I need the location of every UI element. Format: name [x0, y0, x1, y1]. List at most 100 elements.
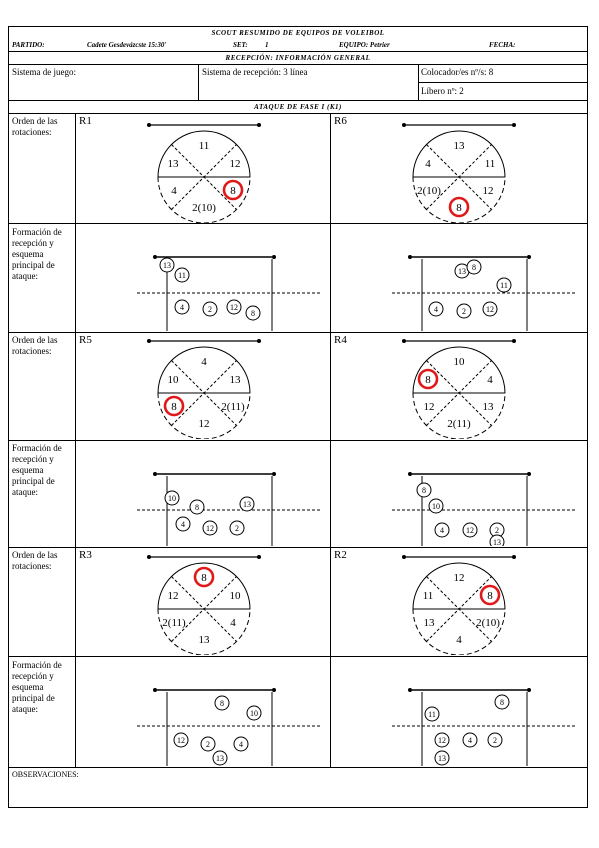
formacion-label: Formación de recepción y esquema princip…: [12, 227, 62, 281]
player-token: [173, 732, 189, 748]
court-arc-front: [412, 562, 506, 610]
player-number: 13: [243, 500, 251, 509]
zone-diagonal: [426, 576, 492, 642]
player-number: 2: [495, 526, 499, 535]
player-number: 4: [456, 634, 462, 646]
player-token: [229, 520, 245, 536]
net-post: [272, 688, 276, 692]
orden-label: Orden de las rotaciones:: [12, 550, 58, 571]
net-post: [147, 555, 151, 559]
player-number: 13: [163, 261, 171, 270]
net-post: [408, 688, 412, 692]
player-number: 8: [230, 185, 236, 197]
player-token: [175, 516, 191, 532]
net-post: [527, 688, 531, 692]
player-token: [487, 732, 503, 748]
player-token: [239, 496, 255, 512]
net-post: [408, 472, 412, 476]
net-post: [153, 255, 157, 259]
player-token: [189, 499, 205, 515]
divider: [9, 64, 587, 65]
player-number: 4: [440, 526, 444, 535]
player-number: 4: [201, 356, 207, 368]
player-number: 13: [199, 634, 211, 646]
setter-highlight: [448, 196, 470, 218]
divider: [9, 51, 587, 52]
player-number: 8: [171, 401, 177, 413]
court-arc-front: [157, 130, 251, 178]
player-number: 4: [487, 374, 493, 386]
player-token: [434, 522, 450, 538]
set-label: SET:: [233, 41, 248, 49]
rotation-label: R5: [79, 334, 92, 346]
player-number: 8: [422, 486, 426, 495]
player-number: 13: [168, 158, 180, 170]
player-number: 2: [493, 736, 497, 745]
player-number: 13: [454, 140, 466, 152]
player-token: [482, 301, 498, 317]
player-number: 12: [438, 736, 446, 745]
court-arc-back: [412, 608, 506, 655]
partido-label: PARTIDO:: [12, 41, 45, 49]
player-number: 4: [230, 617, 236, 629]
net-post: [512, 123, 516, 127]
net-post: [153, 688, 157, 692]
orden-label: Orden de las rotaciones:: [12, 116, 58, 137]
player-number: 8: [251, 309, 255, 318]
player-token: [226, 299, 242, 315]
player-number: 13: [438, 754, 446, 763]
formacion-label: Formación de recepción y esquema princip…: [12, 443, 62, 497]
player-token: [434, 732, 450, 748]
reception-title: RECEPCIÓN: INFORMACIÓN GENERAL: [225, 54, 371, 62]
player-number: 13: [458, 267, 466, 276]
player-token: [159, 257, 175, 273]
player-number: 2: [462, 307, 466, 316]
player-number: 10: [432, 502, 440, 511]
player-token: [212, 750, 228, 766]
net-post: [147, 123, 151, 127]
player-number: 12: [486, 305, 494, 314]
net-post: [272, 472, 276, 476]
observaciones-label: OBSERVACIONES:: [12, 770, 79, 779]
player-number: 12: [168, 590, 179, 602]
court-arc-front: [157, 346, 251, 394]
setter-highlight: [222, 179, 244, 201]
setter-highlight: [163, 395, 185, 417]
player-number: 11: [423, 590, 434, 602]
net-post: [153, 472, 157, 476]
player-token: [462, 522, 478, 538]
player-number: 10: [250, 709, 258, 718]
player-number: 8: [220, 699, 224, 708]
player-token: [434, 750, 450, 766]
formacion-label: Formación de recepción y esquema princip…: [12, 660, 62, 714]
player-number: 13: [493, 538, 501, 546]
net-post: [512, 555, 516, 559]
player-number: 8: [195, 503, 199, 512]
player-token: [246, 705, 262, 721]
net-post: [402, 339, 406, 343]
net-post: [408, 255, 412, 259]
player-number: 8: [425, 374, 431, 386]
player-number: 12: [230, 158, 241, 170]
player-number: 12: [230, 303, 238, 312]
player-number: 12: [483, 185, 494, 197]
player-number: 4: [181, 520, 185, 529]
attack-title: ATAQUE DE FASE I (K1): [254, 103, 342, 111]
player-token: [164, 490, 180, 506]
court-arc-back: [412, 176, 506, 223]
net-post: [527, 255, 531, 259]
net-post: [257, 123, 261, 127]
player-number: 2(10): [192, 202, 216, 214]
setter-highlight: [193, 566, 215, 588]
player-number: 8: [487, 590, 493, 602]
setter-highlight: [479, 584, 501, 606]
net-post: [257, 555, 261, 559]
equipo-label: EQUIPO: Petrier: [339, 41, 390, 49]
